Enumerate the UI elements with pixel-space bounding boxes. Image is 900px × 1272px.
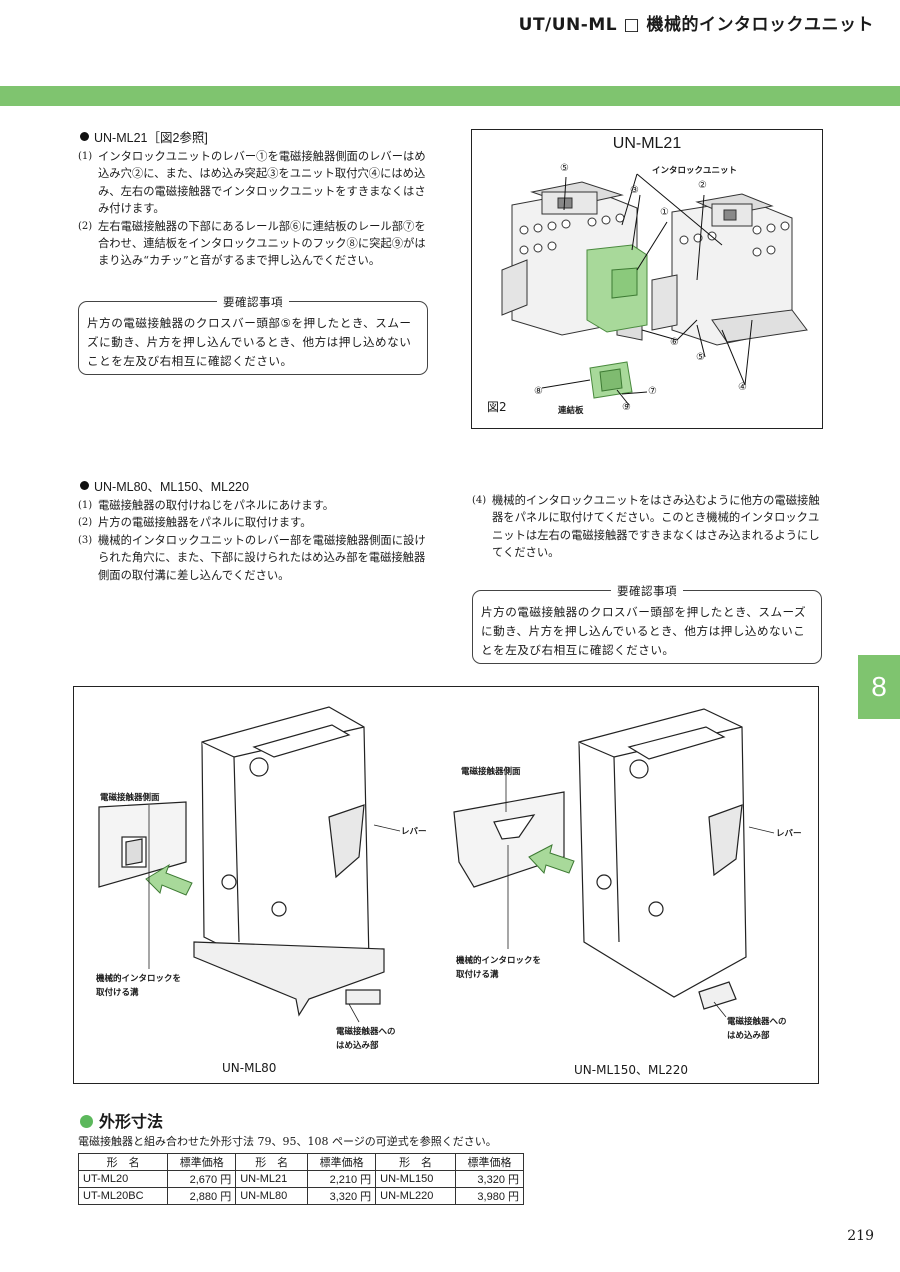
notice-title: 要確認事項 (79, 293, 427, 312)
label-left-insert-2: はめ込み部 (336, 1041, 379, 1051)
table-cell-price: 2,670 円 (167, 1170, 237, 1188)
price-table: 形 名 標準価格 形 名 標準価格 形 名 標準価格 UT-ML20 2,670… (77, 1153, 525, 1205)
contactor-illustration (501, 173, 808, 406)
label-right-side: 電磁接触器側面 (461, 767, 521, 777)
step-item: (1) 電磁接触器の取付けねじをパネルにあけます。 (78, 497, 433, 514)
col-header: 形 名 (77, 1153, 169, 1171)
step-number: (2) (78, 517, 93, 529)
label-left-insert-1: 電磁接触器への (336, 1027, 396, 1037)
figure-install-diagrams: 電磁接触器側面 機械的インタロックを 取付ける溝 レバー 電磁接触器への はめ込… (73, 686, 819, 1084)
section-heading-text: UN-ML80、ML150、ML220 (94, 480, 249, 494)
mark-7: ⑦ (648, 386, 657, 397)
label-right-insert-1: 電磁接触器への (727, 1017, 787, 1027)
notice-box-ml80: 要確認事項 片方の電磁接触器のクロスバー頭部を押したとき、スムーズに動き、片方を… (472, 582, 822, 664)
table-cell-price: 3,320 円 (307, 1187, 377, 1205)
col-header: 標準価格 (167, 1153, 237, 1171)
table-cell-model: UN-ML150 (375, 1170, 456, 1188)
step-item: (3) 機械的インタロックユニットのレバー部を電磁接触器側面に設けられた角穴に、ま… (78, 532, 433, 584)
green-bullet-icon (80, 1115, 93, 1128)
step-number: (3) (78, 534, 93, 546)
caption-right: UN-ML150、ML220 (574, 1063, 688, 1077)
mark-8: ⑧ (534, 386, 543, 397)
label-right-insert-2: はめ込み部 (727, 1031, 770, 1041)
label-right-groove-2: 取付ける溝 (456, 970, 499, 980)
step-number: (2) (78, 220, 93, 232)
notice-text: 片方の電磁接触器のクロスバー頭部を押したとき、スムーズに動き、片方を押し込んでい… (481, 605, 807, 657)
table-row: UT-ML20 2,670 円 UN-ML21 2,210 円 UN-ML150… (77, 1170, 525, 1188)
table-cell-price: 2,880 円 (167, 1187, 237, 1205)
table-cell-model: UT-ML20 (77, 1170, 169, 1188)
step-item: (4) 機械的インタロックユニットをはさみ込むように他方の電磁接触器をパネルに取付… (472, 492, 826, 562)
section-heading-ml80: UN-ML80、ML150、ML220 (80, 476, 249, 495)
figure-2: UN-ML21 (471, 129, 823, 429)
step-text: 左右電磁接触器の下部にあるレール部⑥に連結板のレール部⑦を合わせ、連結板をインタ… (98, 219, 426, 268)
table-cell-price: 3,320 円 (454, 1170, 525, 1188)
label-left-side: 電磁接触器側面 (100, 793, 160, 803)
section-heading-text: UN-ML21［図2参照] (94, 131, 208, 145)
table-row: UT-ML20BC 2,880 円 UN-ML80 3,320 円 UN-ML2… (77, 1187, 525, 1205)
dimensions-note: 電磁接触器と組み合わせた外形寸法 79、95、108 ページの可逆式を参照くださ… (78, 1135, 497, 1148)
bullet-icon (80, 481, 89, 490)
dimensions-heading: 外形寸法 (80, 1108, 163, 1132)
dimensions-heading-text: 外形寸法 (99, 1112, 164, 1131)
step-number: (4) (472, 495, 487, 506)
col-header: 形 名 (235, 1153, 309, 1171)
notice-box-ml21: 要確認事項 片方の電磁接触器のクロスバー頭部⑤を押したとき、スムーズに動き、片方… (78, 293, 428, 375)
step-item: (1) インタロックユニットのレバー①を電磁接触器側面のレバーはめ込み穴②に、また… (78, 148, 430, 218)
header-band (0, 86, 900, 106)
notice-text: 片方の電磁接触器のクロスバー頭部⑤を押したとき、スムーズに動き、片方を押し込んで… (87, 316, 412, 368)
figure-2-title: UN-ML21 (612, 135, 682, 152)
table-cell-model: UN-ML220 (375, 1187, 456, 1205)
step-number: (1) (78, 151, 93, 162)
price-table-header: 形 名 標準価格 形 名 標準価格 形 名 標準価格 (77, 1153, 525, 1171)
table-cell-model: UT-ML20BC (77, 1187, 169, 1205)
callout-interlock-unit: インタロックユニット (652, 166, 738, 176)
label-right-groove-1: 機械的インタロックを (456, 956, 542, 966)
caption-left: UN-ML80 (222, 1061, 277, 1075)
mark-3: ③ (630, 185, 639, 196)
step-text: 電磁接触器の取付けねじをパネルにあけます。 (98, 499, 335, 512)
step-text: 機械的インタロックユニットをはさみ込むように他方の電磁接触器をパネルに取付けてく… (492, 494, 820, 560)
page-number: 219 (847, 1228, 874, 1244)
steps-ml80-right: (4) 機械的インタロックユニットをはさみ込むように他方の電磁接触器をパネルに取付… (472, 492, 826, 562)
callout-connecting-plate: 連結板 (558, 406, 584, 416)
label-left-groove-1: 機械的インタロックを (96, 974, 182, 984)
step-text: インタロックユニットのレバー①を電磁接触器側面のレバーはめ込み穴②に、また、はめ… (98, 150, 426, 216)
mark-4: ④ (738, 382, 747, 393)
steps-ml80-left: (1) 電磁接触器の取付けねじをパネルにあけます。 (2) 片方の電磁接触器をパネル… (78, 497, 433, 584)
step-text: 片方の電磁接触器をパネルに取付けます。 (98, 516, 312, 530)
figure-2-label: 図2 (487, 400, 507, 414)
label-left-groove-2: 取付ける溝 (96, 988, 139, 998)
mark-5-bottom: ⑤ (696, 352, 705, 363)
step-item: (2) 片方の電磁接触器をパネルに取付けます。 (78, 514, 433, 531)
table-cell-model: UN-ML80 (235, 1187, 309, 1205)
table-cell-price: 2,210 円 (307, 1170, 377, 1188)
mark-5-top: ⑤ (560, 163, 569, 174)
table-cell-model: UN-ML21 (235, 1170, 309, 1188)
step-number: (1) (78, 500, 93, 511)
step-text: 機械的インタロックユニットのレバー部を電磁接触器側面に設けられた角穴に、また、下… (98, 533, 426, 582)
mark-6: ⑥ (670, 337, 679, 348)
label-left-lever: レバー (401, 827, 427, 837)
mark-1: ① (660, 207, 669, 218)
label-right-lever: レバー (776, 829, 802, 839)
bullet-icon (80, 132, 89, 141)
col-header: 標準価格 (454, 1153, 525, 1171)
chapter-tab[interactable]: 8 (858, 655, 900, 719)
col-header: 形 名 (375, 1153, 456, 1171)
mark-9: ⑨ (622, 402, 631, 413)
table-cell-price: 3,980 円 (454, 1187, 525, 1205)
mark-2: ② (698, 180, 707, 191)
install-illustration (98, 706, 775, 1023)
section-heading-ml21: UN-ML21［図2参照] (80, 127, 208, 146)
notice-title: 要確認事項 (473, 582, 821, 601)
step-item: (2) 左右電磁接触器の下部にあるレール部⑥に連結板のレール部⑦を合わせ、連結板を… (78, 218, 430, 270)
col-header: 標準価格 (307, 1153, 377, 1171)
steps-ml21: (1) インタロックユニットのレバー①を電磁接触器側面のレバーはめ込み穴②に、また… (78, 148, 430, 270)
page-header-title: UT/UN-ML □ 機械的インタロックユニット (518, 15, 874, 35)
